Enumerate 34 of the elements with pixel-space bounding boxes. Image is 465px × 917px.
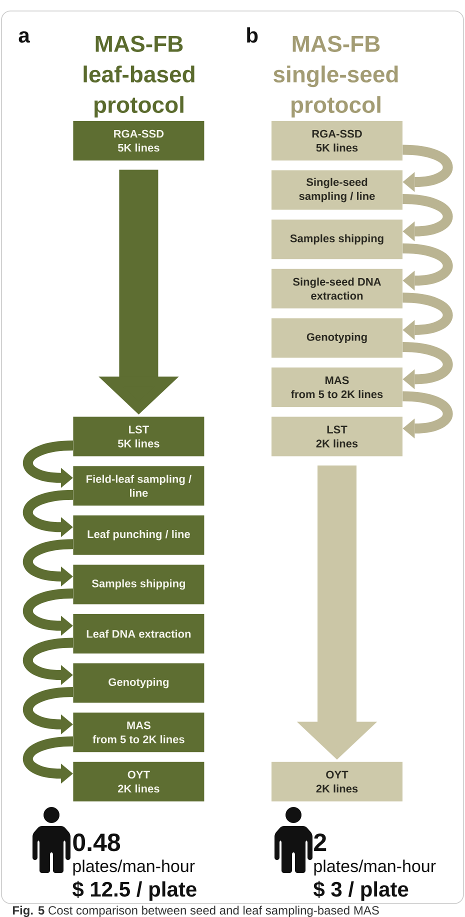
curved-arrow (23, 539, 74, 586)
process-box: OYT 2K lines (272, 762, 402, 802)
panel-letter: b (247, 27, 258, 43)
rate-number: 0.48 (73, 834, 120, 852)
process-box: Genotyping (272, 318, 402, 358)
curved-arrow (402, 144, 453, 192)
price-label: $ 3 / plate (313, 880, 408, 901)
curved-arrow (402, 194, 453, 242)
process-box: LST 5K lines (73, 416, 204, 456)
curved-arrow (23, 440, 74, 488)
process-box: MAS from 5 to 2K lines (272, 368, 402, 407)
price-label: $ 12.5 / plate (72, 880, 196, 901)
curved-arrow (402, 391, 453, 439)
panel-letter: a (18, 31, 30, 43)
process-box: Single-seed sampling / line (272, 170, 402, 210)
figure-caption: Fig. 5 Cost comparison between seed and leaf sampling-based MAS (13, 906, 379, 917)
panel-title: MAS-FB single-seed protocol (274, 36, 398, 118)
curved-arrow (402, 243, 453, 291)
process-box: Samples shipping (272, 220, 402, 260)
rate-unit: plates/man-hour (73, 860, 195, 876)
process-box: Single-seed DNA extraction (272, 268, 402, 308)
curved-arrow (23, 687, 74, 734)
rate-number: 2 (314, 834, 326, 851)
process-box: LST 2K lines (272, 416, 402, 456)
curved-arrow (23, 736, 74, 784)
rate-unit: plates/man-hour (314, 860, 436, 876)
panel-title: MAS-FB leaf-based protocol (84, 36, 194, 118)
process-box: RGA-SSD 5K lines (272, 121, 402, 160)
curved-arrow (23, 588, 74, 636)
curved-arrow (23, 490, 74, 538)
process-box: RGA-SSD 5K lines (73, 121, 204, 160)
curved-arrow (23, 638, 74, 686)
curved-arrow (402, 342, 453, 390)
curved-arrow (402, 292, 453, 340)
